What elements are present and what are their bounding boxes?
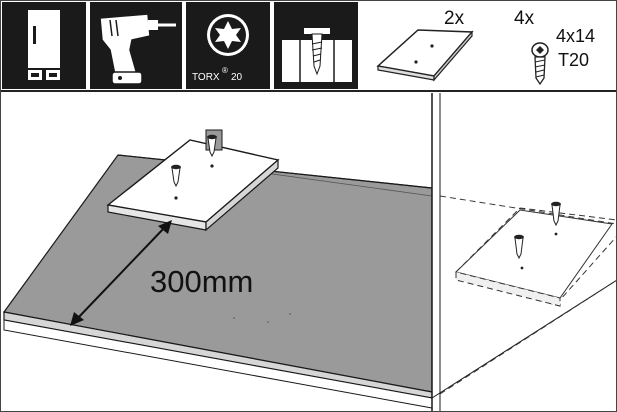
plate-quantity: 2x: [444, 8, 465, 29]
screw-quantity: 4x: [514, 8, 535, 29]
cabinet-interior-illustration: 300mm: [0, 93, 617, 412]
torx-registered-mark: ®: [222, 66, 228, 75]
screw-icon: [207, 134, 217, 158]
screw-size-label: 4x14: [556, 26, 595, 46]
screw-drive-label: T20: [558, 50, 589, 70]
cabinet-panel-icon: [2, 2, 86, 89]
mounting-plate-part: 2x: [376, 8, 474, 82]
torx-size-label: 20: [231, 72, 243, 83]
dimension-label: 300mm: [150, 264, 253, 299]
screw-icon: [551, 201, 561, 227]
screw-icon: [514, 234, 524, 260]
drill-icon: [90, 2, 182, 89]
screw-into-board-icon: [274, 2, 358, 89]
mounting-plate: [106, 129, 280, 232]
torx-bit-icon: TORX ® 20: [186, 2, 270, 89]
screw-icon: [531, 42, 549, 86]
torx-label: TORX: [192, 72, 220, 83]
tools-parts-bar: TORX ® 20 2x 4x 4: [0, 0, 617, 92]
hidden-mounting-plate: [455, 201, 613, 307]
dimension-arrow: [70, 220, 172, 326]
screw-part: 4x 4x14 T20: [514, 8, 595, 86]
screw-icon: [171, 164, 181, 188]
